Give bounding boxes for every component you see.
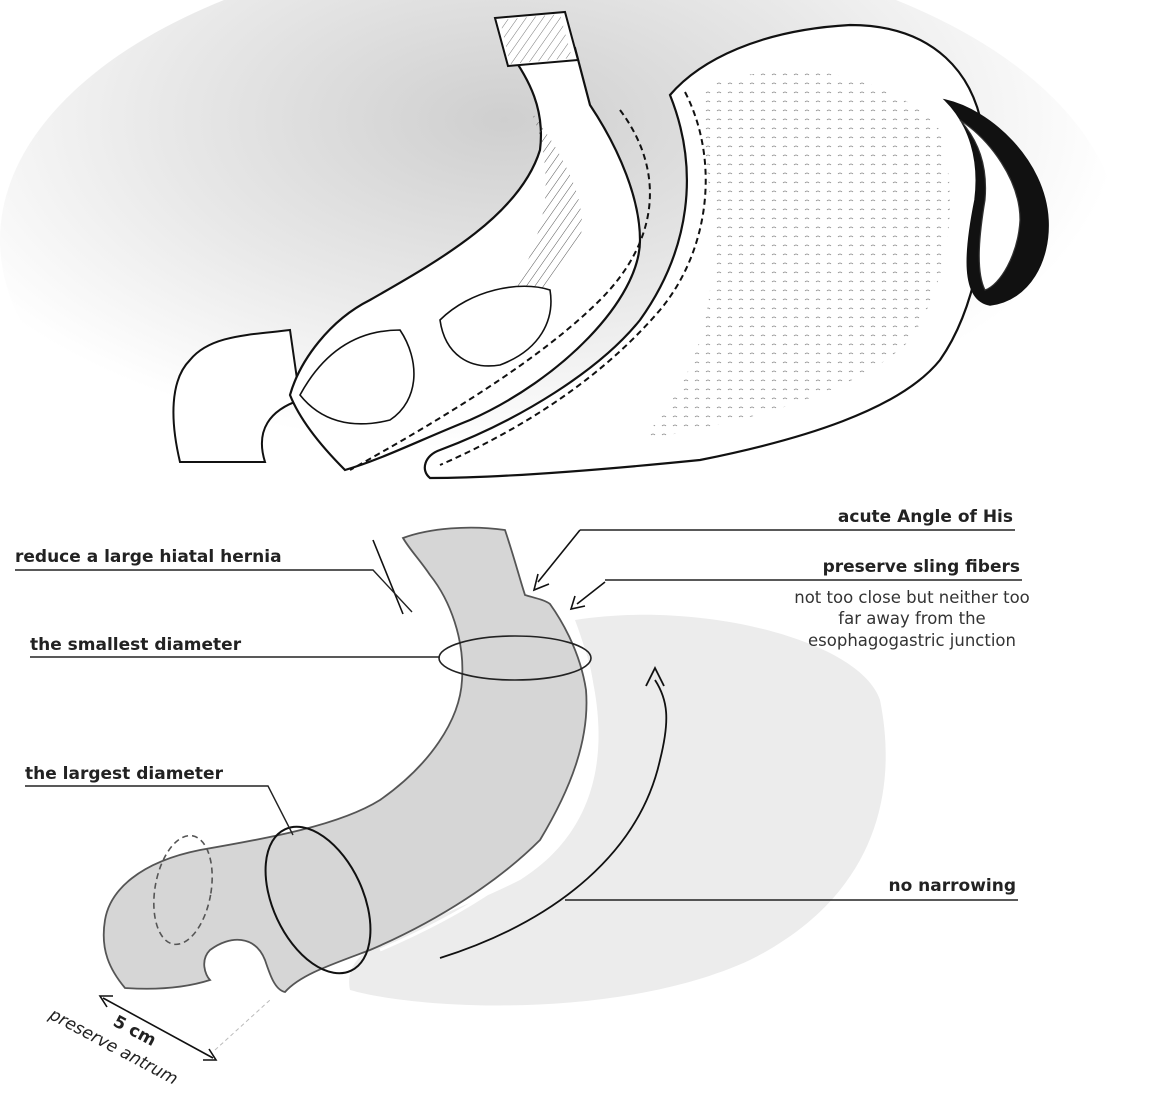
label-no-narrowing: no narrowing: [888, 876, 1016, 896]
label-preserve-antrum: preserve antrum: [45, 1004, 181, 1089]
esophagus-hatching: [500, 14, 572, 64]
stomach-illustration: [0, 0, 1120, 540]
label-sling-fibers: preserve sling fibers: [823, 557, 1020, 577]
hiatal-hernia-leader: [15, 570, 412, 612]
hiatal-hernia-marker-1: [373, 540, 403, 614]
label-smallest-diameter: the smallest diameter: [30, 635, 242, 655]
sleeve-schematic: [100, 528, 886, 1060]
label-largest-diameter: the largest diameter: [25, 764, 224, 784]
label-distance-note-line2: far away from the: [838, 609, 985, 628]
label-angle-of-his: acute Angle of His: [838, 507, 1013, 527]
sling-fibers-arrow: [577, 582, 605, 604]
measurement-guide: [215, 1000, 270, 1050]
label-distance-note-line3: esophagogastric junction: [808, 631, 1016, 650]
largest-diameter-leader: [25, 786, 293, 835]
label-distance-note-line1: not too close but neither too: [794, 588, 1030, 607]
label-hiatal-hernia: reduce a large hiatal hernia: [15, 547, 282, 567]
